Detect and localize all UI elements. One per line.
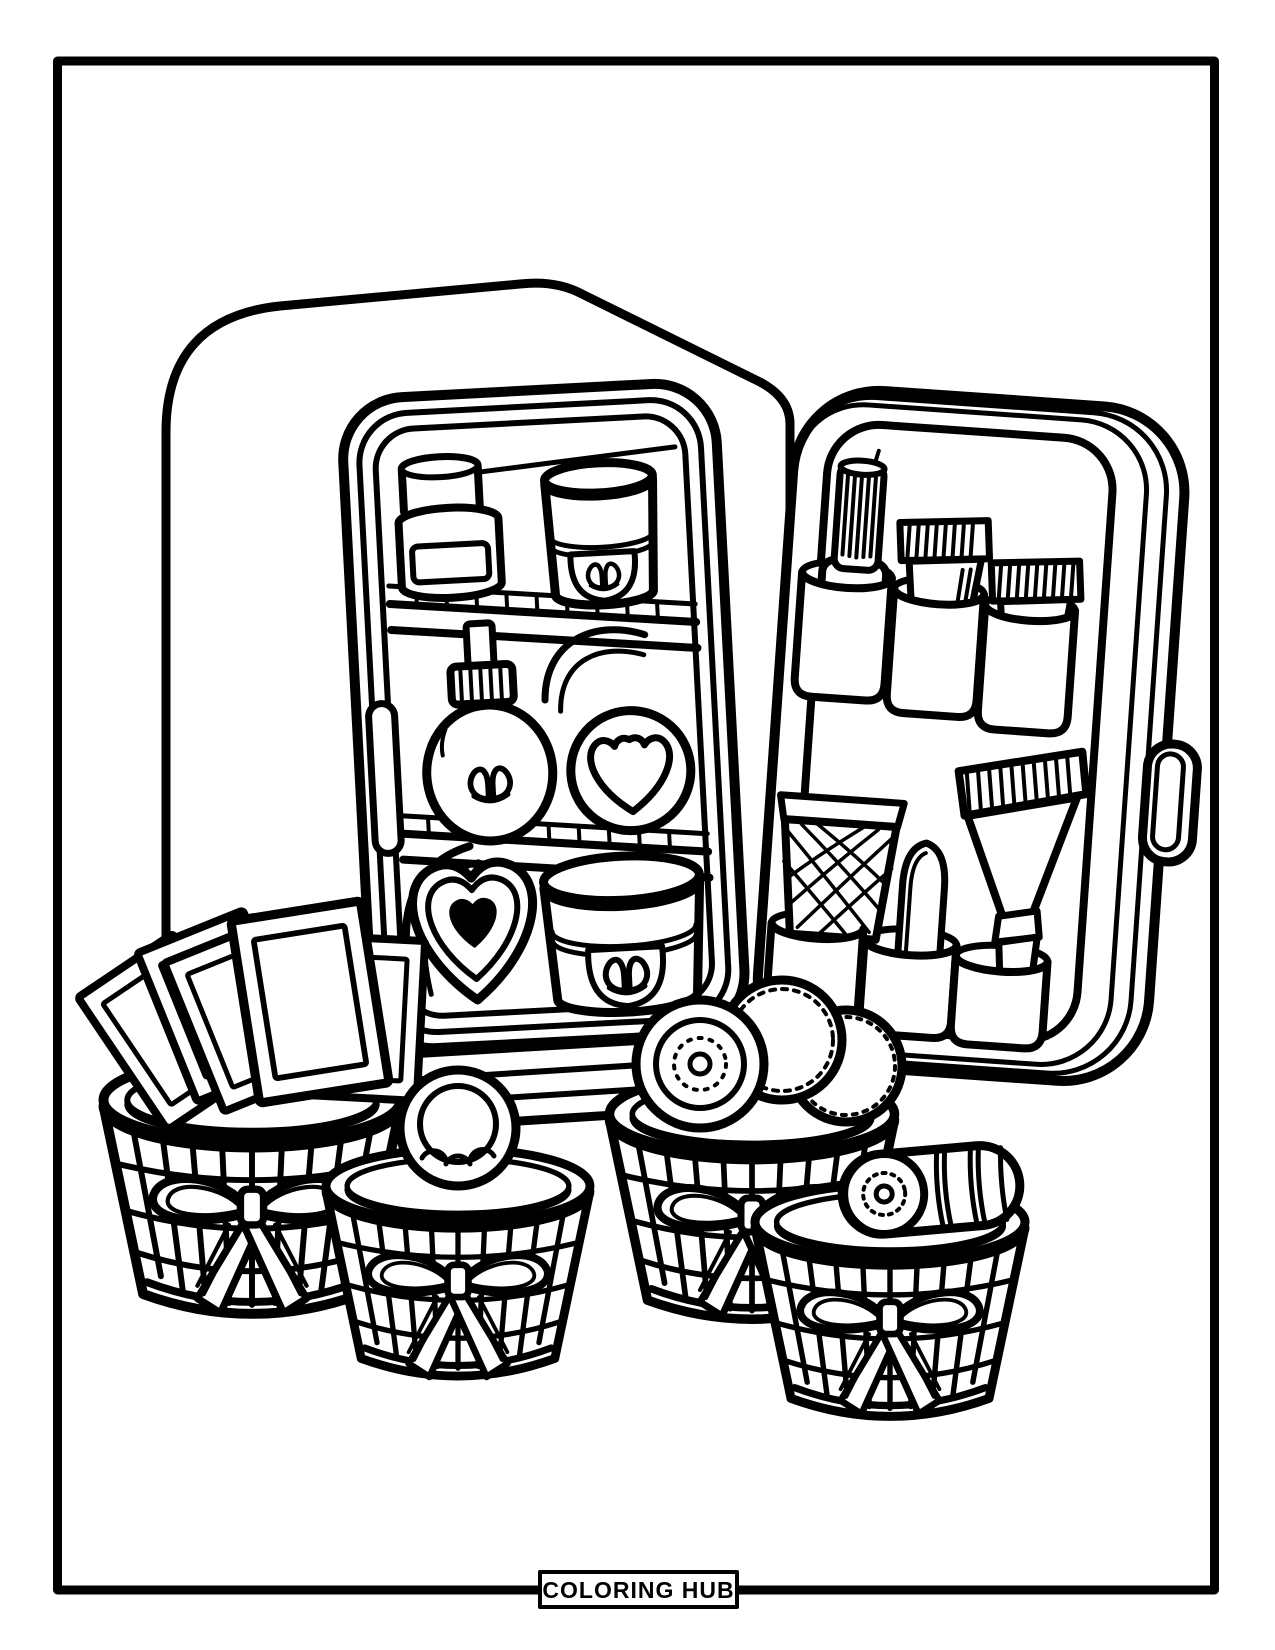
wire-shelf-top [385, 583, 702, 652]
fridge-door-seal-tab [365, 700, 405, 857]
brush-bristle-stripes [964, 752, 1073, 816]
black-heart-icon [449, 897, 497, 949]
mesh-pattern [782, 821, 894, 938]
basket-rolled-towel [755, 1141, 1025, 1416]
heart-shaped-compact [408, 857, 538, 1005]
small-lidded-jar [394, 453, 506, 602]
powder-discs [631, 975, 907, 1133]
footer-brand: COLORING HUB [538, 1570, 739, 1609]
pump-bottle [422, 619, 558, 846]
fridge-door [752, 385, 1202, 1086]
tube-cap-stripes [996, 558, 1076, 603]
mesh-textured-jar [777, 791, 908, 944]
tube-cap-stripes [905, 518, 976, 563]
round-compact-heart [566, 706, 696, 836]
pump-cap-stripes [458, 667, 504, 702]
dropper-cap-stripes [840, 472, 878, 560]
fridge-body [338, 378, 750, 1054]
basket-round-compact [326, 1065, 590, 1377]
lipstick-pencil [893, 839, 949, 970]
footer-brand-box [538, 1570, 739, 1609]
rolled-towel [837, 1141, 1025, 1239]
door-contour-line [755, 402, 1150, 1067]
rolled-towel-middle [541, 626, 649, 714]
round-compact-item [395, 1065, 521, 1191]
cream-jar-small [540, 458, 658, 610]
door-pocket-fronts-top [790, 567, 1080, 738]
cream-jar-large [539, 851, 705, 1017]
jar-label [409, 540, 493, 586]
basket-powder-discs [610, 975, 907, 1319]
footer-brand-label: COLORING HUB [542, 1577, 734, 1603]
door-handle [1137, 739, 1202, 867]
